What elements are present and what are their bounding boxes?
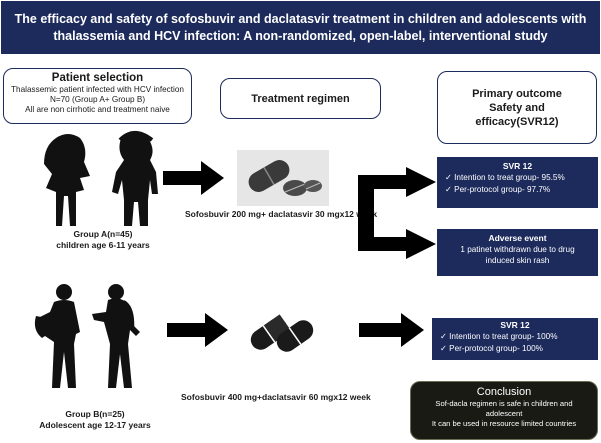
conclusion-line: adolescent xyxy=(485,409,523,418)
primary-outcome-box: Primary outcome Safety and efficacy(SVR1… xyxy=(437,71,597,144)
conclusion-box: Conclusion Sof-dacla regimen is safe in … xyxy=(410,381,598,440)
primary-outcome-line: Primary outcome xyxy=(472,87,562,100)
svr12-item-text: Per-protocol group- 97.7% xyxy=(454,185,551,194)
primary-outcome-line: efficacy(SVR12) xyxy=(475,115,559,128)
check-icon: ✓ xyxy=(440,332,447,341)
svr12-group-b-box: SVR 12 ✓ Intention to treat group- 100% … xyxy=(432,318,598,360)
svr12-item: ✓ Per-protocol group- 97.7% xyxy=(437,184,598,196)
svr12-item-text: Intention to treat group- 100% xyxy=(449,332,558,341)
patient-selection-line: Thalassemic patient infected with HCV in… xyxy=(11,85,184,94)
svr12-item-text: Intention to treat group- 95.5% xyxy=(454,173,565,182)
adolescents-silhouette-icon xyxy=(34,284,140,388)
group-b-description: Adolescent age 12-17 years xyxy=(39,420,151,430)
group-a-regimen: Sofosbuvir 200 mg+ daclatasvir 30 mgx12 … xyxy=(185,209,378,219)
svr12-group-a-box: SVR 12 ✓ Intention to treat group- 95.5%… xyxy=(437,157,598,208)
children-silhouette-icon xyxy=(44,131,158,226)
arrow-right-icon xyxy=(167,313,228,347)
check-icon: ✓ xyxy=(440,344,447,353)
arrow-right-icon xyxy=(359,313,424,347)
svr12-item: ✓ Intention to treat group- 95.5% xyxy=(437,172,598,184)
svr12-item-text: Per-protocol group- 100% xyxy=(449,344,543,353)
arrow-right-icon xyxy=(163,161,224,195)
patient-selection-line: All are non cirrhotic and treatment naiv… xyxy=(25,105,170,114)
svr12-item: ✓ Per-protocol group- 100% xyxy=(432,343,598,355)
svr12-title: SVR 12 xyxy=(500,320,530,330)
treatment-regimen-title: Treatment regimen xyxy=(251,92,350,105)
capsules-icon xyxy=(250,314,314,352)
group-a-label: Group A(n=45) xyxy=(73,229,133,239)
conclusion-line: Sof-dacla regimen is safe in children an… xyxy=(435,399,573,408)
patient-selection-line: N=70 (Group A+ Group B) xyxy=(49,95,146,104)
group-a-label-block: Group A(n=45) children age 6-11 years xyxy=(28,229,178,251)
adverse-event-title: Adverse event xyxy=(488,233,547,243)
patient-selection-title: Patient selection xyxy=(51,72,144,84)
group-b-label: Group B(n=25) xyxy=(65,409,125,419)
check-icon: ✓ xyxy=(445,185,452,194)
group-a-description: children age 6-11 years xyxy=(56,240,150,250)
title-line-1: The efficacy and safety of sofosbuvir an… xyxy=(14,11,587,26)
check-icon: ✓ xyxy=(445,173,452,182)
group-b-regimen: Sofosbuvir 400 mg+daclatsavir 60 mgx12 w… xyxy=(181,392,371,402)
tablets-icon xyxy=(237,150,329,206)
bracket-arrows-icon xyxy=(358,167,436,259)
title-line-2: thalassemia and HCV infection: A non-ran… xyxy=(53,28,548,43)
svr12-title: SVR 12 xyxy=(502,161,533,171)
conclusion-title: Conclusion xyxy=(476,386,532,398)
adverse-event-line: induced skin rash xyxy=(485,256,550,265)
adverse-event-line: 1 patinet withdrawn due to drug xyxy=(460,245,575,254)
conclusion-line: It can be used in resource limited count… xyxy=(431,419,577,428)
svr12-item: ✓ Intention to treat group- 100% xyxy=(432,331,598,343)
adverse-event-box: Adverse event 1 patinet withdrawn due to… xyxy=(437,229,598,276)
title-banner: The efficacy and safety of sofosbuvir an… xyxy=(1,1,600,54)
treatment-regimen-box: Treatment regimen xyxy=(220,78,381,119)
group-b-label-block: Group B(n=25) Adolescent age 12-17 years xyxy=(20,409,170,431)
primary-outcome-line: Safety and xyxy=(489,101,545,114)
patient-selection-box: Patient selection Thalassemic patient in… xyxy=(3,68,192,124)
